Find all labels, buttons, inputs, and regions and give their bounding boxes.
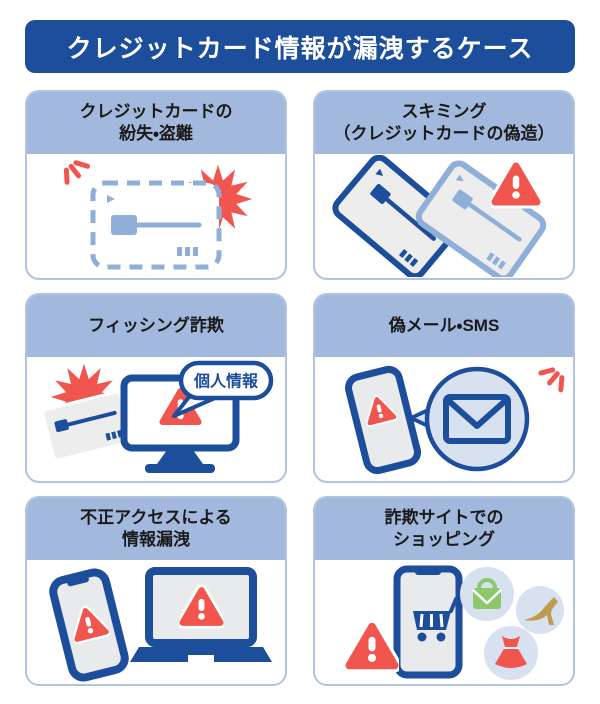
cart-icon bbox=[413, 597, 463, 642]
page-title: クレジットカード情報が漏洩するケース bbox=[66, 34, 534, 63]
credit-card-icon bbox=[41, 390, 133, 462]
hacked-devices-icon bbox=[49, 567, 272, 682]
shopping-bag-badge bbox=[460, 567, 514, 621]
warning-icon bbox=[349, 627, 394, 666]
phone-notch bbox=[66, 574, 89, 587]
panel-grid: クレジットカードの 紛失・盗難 bbox=[25, 90, 575, 686]
envelope-icon bbox=[443, 394, 511, 444]
smartphone-icon bbox=[344, 365, 422, 475]
card-marker-icon bbox=[107, 195, 115, 203]
alert-dashes-icon bbox=[63, 160, 91, 185]
panel-skimming-title: スキミング （クレジットカードの偽造） bbox=[315, 92, 573, 154]
panel-fake-mail-sms-title: 偽メール・SMS bbox=[315, 295, 573, 357]
panel-unauthorized-access-title: 不正アクセスによる 情報漏洩 bbox=[27, 498, 285, 560]
panel-fake-mail-sms: 偽メール・SMS bbox=[313, 293, 575, 483]
panel-card-loss-theft-illustration bbox=[27, 154, 285, 278]
phone-notch bbox=[415, 567, 441, 575]
fraud-shopping-icon bbox=[319, 565, 564, 680]
dress-badge bbox=[484, 626, 538, 680]
dress-icon bbox=[495, 636, 527, 668]
original-card-icon bbox=[332, 155, 462, 277]
panel-fraud-site-shopping-illustration bbox=[315, 560, 573, 684]
high-heel-icon bbox=[524, 597, 558, 625]
bubble-text: 個人情報 bbox=[193, 372, 259, 391]
panel-phishing: フィッシング詐欺 bbox=[25, 293, 287, 483]
smartphone-icon bbox=[349, 565, 463, 679]
panel-card-loss-theft: クレジットカードの 紛失・盗難 bbox=[25, 90, 287, 280]
speech-bubble: 個人情報 bbox=[172, 360, 274, 418]
panel-fake-mail-sms-illustration bbox=[315, 357, 573, 481]
panel-phishing-illustration: 個人情報 bbox=[27, 357, 285, 481]
high-heel-badge bbox=[516, 586, 564, 634]
panel-unauthorized-access-illustration bbox=[27, 560, 285, 684]
skimming-cards-icon bbox=[332, 155, 547, 277]
panel-unauthorized-access: 不正アクセスによる 情報漏洩 bbox=[25, 496, 287, 686]
panel-skimming-illustration bbox=[315, 154, 573, 278]
warning-icon bbox=[495, 166, 537, 202]
mail-bubble bbox=[409, 366, 530, 472]
shopping-bag-icon bbox=[472, 578, 502, 609]
panel-fraud-site-shopping-title: 詐欺サイトでの ショッピング bbox=[315, 498, 573, 560]
title-bar: クレジットカード情報が漏洩するケース bbox=[25, 20, 575, 73]
alert-dashes-icon bbox=[538, 367, 565, 393]
panel-fraud-site-shopping: 詐欺サイトでの ショッピング bbox=[313, 496, 575, 686]
smartphone-icon bbox=[49, 568, 129, 682]
lost-card-icon bbox=[63, 160, 253, 270]
phishing-monitor-icon: 個人情報 bbox=[41, 360, 274, 473]
fake-mail-icon bbox=[344, 365, 565, 475]
laptop-icon bbox=[130, 567, 272, 662]
panel-card-loss-theft-title: クレジットカードの 紛失・盗難 bbox=[27, 92, 285, 154]
panel-phishing-title: フィッシング詐欺 bbox=[27, 295, 285, 357]
panel-skimming: スキミング （クレジットカードの偽造） bbox=[313, 90, 575, 280]
